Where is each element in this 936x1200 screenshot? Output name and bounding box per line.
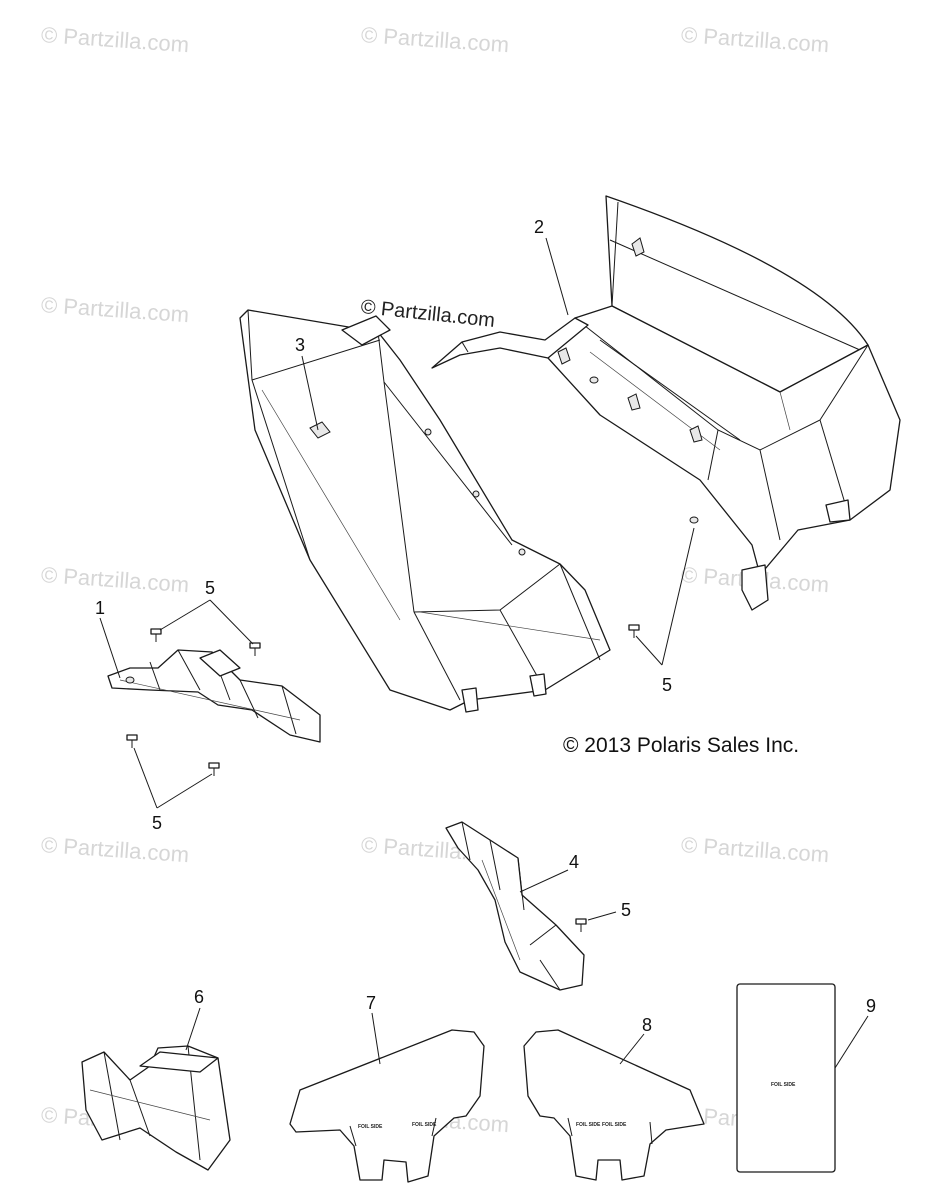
- fastener-clips: [126, 624, 640, 932]
- part-9-foil-sheet: FOIL SIDE: [736, 983, 836, 1173]
- callout-1: 1: [95, 598, 106, 618]
- callout-8: 8: [642, 1015, 653, 1035]
- callout-9: 9: [866, 996, 877, 1016]
- callout-5: 5: [621, 900, 632, 920]
- callout-4: 4: [569, 852, 580, 872]
- callout-5: 5: [662, 675, 673, 695]
- callout-3: 3: [295, 335, 306, 355]
- part-6-shield: [81, 1045, 231, 1171]
- callout-7: 7: [366, 993, 377, 1013]
- callout-6: 6: [194, 987, 205, 1007]
- callout-2: 2: [534, 217, 545, 237]
- callout-5: 5: [205, 578, 216, 598]
- copyright-notice: © 2013 Polaris Sales Inc.: [563, 734, 800, 757]
- part-7-foil-pad: FOIL SIDE FOIL SIDE: [289, 1029, 485, 1183]
- part-4-lower-bracket: [445, 821, 585, 991]
- foil-side-label: FOIL SIDE: [412, 1122, 437, 1128]
- foil-side-label: FOIL SIDE: [358, 1124, 383, 1130]
- part-8-foil-pad: FOIL SIDE FOIL SIDE: [523, 1029, 705, 1181]
- foil-side-label: FOIL SIDE: [602, 1122, 627, 1128]
- part-2-rear-panel: [431, 195, 901, 611]
- foil-side-label: FOIL SIDE: [771, 1082, 796, 1088]
- part-1-bracket: [107, 649, 321, 743]
- leader-lines: [99, 237, 869, 1069]
- foil-side-label: FOIL SIDE: [576, 1122, 601, 1128]
- callout-5: 5: [152, 813, 163, 833]
- part-3-side-panel: [239, 309, 611, 713]
